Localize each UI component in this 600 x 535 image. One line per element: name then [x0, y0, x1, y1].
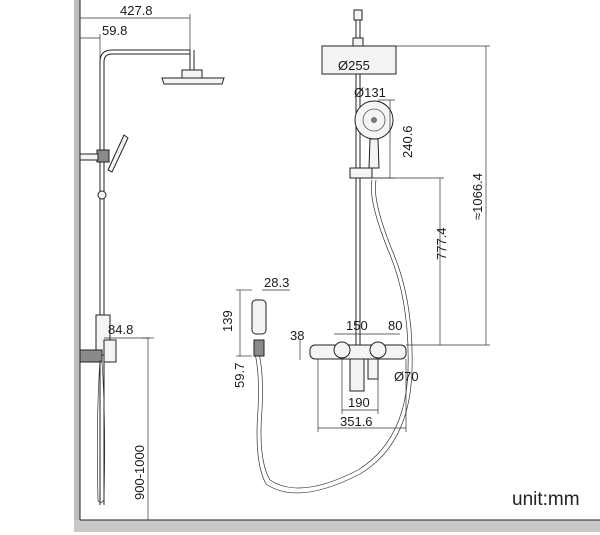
dim-holder-base: 59.7: [232, 363, 247, 388]
wall: [74, 0, 81, 520]
side-view: [79, 49, 225, 505]
handshower-holder: [349, 167, 373, 179]
shower-hose: [257, 179, 409, 489]
dim-valve-width: 351.6: [340, 414, 373, 429]
front-view: [251, 9, 413, 494]
dim-install-height: 900-1000: [132, 445, 147, 500]
dim-valve-height: 38: [290, 328, 304, 343]
dim-arm-reach: 427.8: [120, 3, 153, 18]
left-dimensions: [80, 14, 191, 520]
unit-label: unit:mm: [512, 489, 580, 510]
dim-inlet-spacing: 150: [346, 318, 368, 333]
hand-holder-detail: [251, 299, 267, 335]
thermostatic-valve: [309, 344, 407, 360]
front-dimensions: [236, 45, 490, 432]
dimension-labels: 427.8 59.8 84.8 900-1000 Ø255 Ø131 240.6…: [102, 3, 485, 500]
dim-holder-width: 28.3: [264, 275, 289, 290]
dim-handshower-length: 240.6: [400, 125, 415, 158]
dim-holder-height: 139: [220, 310, 235, 332]
dim-column-offset: 59.8: [102, 23, 127, 38]
dim-valve-projection: 84.8: [108, 322, 133, 337]
dim-valve-offset: 80: [388, 318, 402, 333]
dim-valve-body: 190: [348, 395, 370, 410]
dim-overhead-diameter: Ø255: [338, 58, 370, 73]
handshower-side: [107, 134, 129, 173]
overhead-shower: [321, 45, 397, 75]
overhead-shower-side: [161, 77, 225, 85]
dim-total-height: ≈1066.4: [470, 173, 485, 220]
dim-handle-diameter: Ø70: [394, 369, 419, 384]
dim-valve-to-holder: 777.4: [434, 227, 449, 260]
dim-handshower-diameter: Ø131: [354, 85, 386, 100]
floor: [74, 519, 600, 532]
